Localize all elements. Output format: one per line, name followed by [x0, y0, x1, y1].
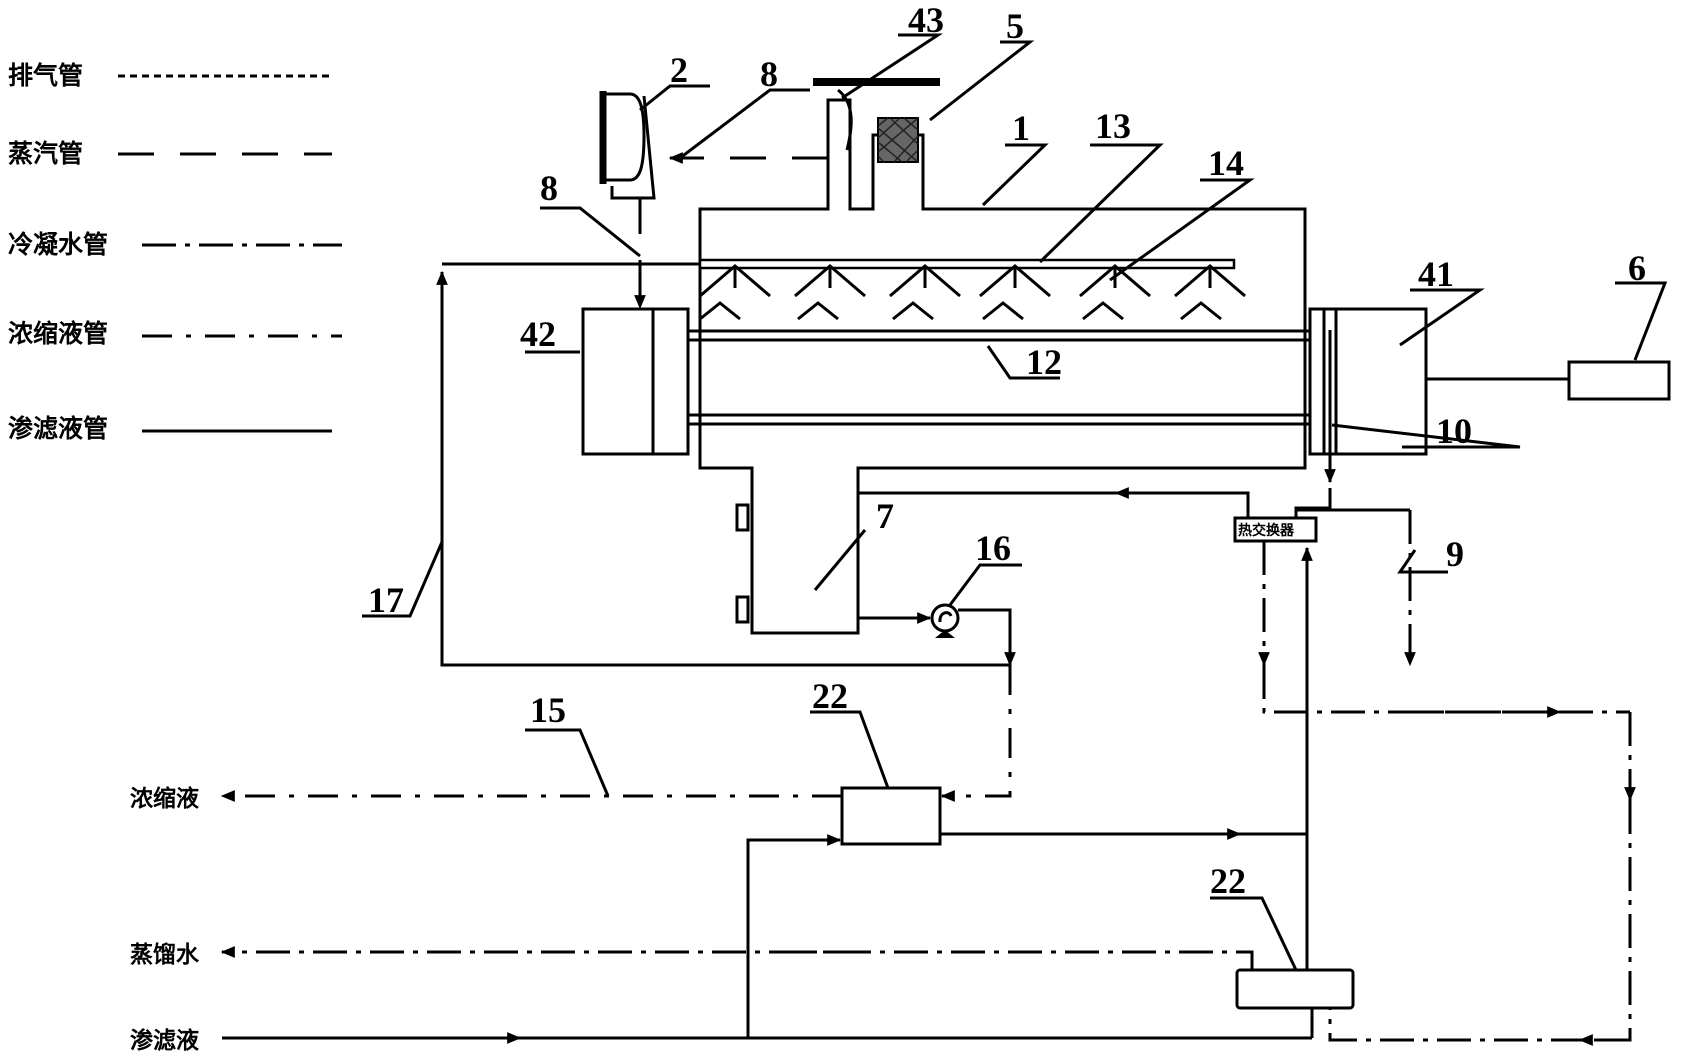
hx-return-to-sump: [1114, 487, 1250, 518]
condensate-collector: [1262, 665, 1630, 714]
sump-lug-upper: [735, 503, 750, 532]
callout-1: 1: [1012, 108, 1030, 148]
callout-9: 9: [1446, 534, 1464, 574]
heat-exchanger-22-lower: [1235, 968, 1355, 1010]
spray-nozzle-3: [889, 264, 961, 321]
left-header: [581, 307, 690, 456]
spray-pipe: [698, 258, 1236, 270]
callout-41: 41: [1418, 254, 1454, 294]
heat-exchanger: 热交换器: [1233, 516, 1318, 543]
leader-22-upper: [810, 710, 890, 789]
callout-17: 17: [368, 580, 404, 620]
leader-22-lower: [1210, 896, 1298, 971]
leader-lines: [362, 33, 1668, 971]
leader-14: [1109, 178, 1255, 282]
callout-12: 12: [1026, 342, 1062, 382]
hx-top-link: [1294, 488, 1332, 518]
spray-nozzle-6: [1174, 264, 1246, 321]
leader-5: [929, 40, 1035, 122]
leader-1: [981, 143, 1049, 207]
compressor-body: [606, 92, 646, 182]
callout-10: 10: [1436, 411, 1472, 451]
leader-8-top: [679, 88, 810, 160]
concentrate-to-hx: [940, 665, 1012, 802]
spray-system: [698, 258, 1246, 321]
callout-8-left: 8: [540, 168, 558, 208]
leader-15: [525, 728, 610, 797]
legend-permeate-label: 渗滤液管: [8, 414, 108, 443]
shell-outline: [698, 98, 1307, 635]
leader-8-left: [540, 206, 641, 258]
leader-16: [948, 563, 1022, 606]
callout-6: 6: [1628, 248, 1646, 288]
leachate-to-upper-hx: [746, 834, 842, 1038]
heat-exchanger-box: [1233, 516, 1318, 543]
callout-14: 14: [1208, 143, 1244, 183]
legend: 排气管 蒸汽管 冷凝水管 浓缩液管 渗滤液管: [8, 61, 342, 443]
callout-42: 42: [520, 314, 556, 354]
legend-concentrate-label: 浓缩液管: [8, 319, 108, 348]
spray-nozzle-5: [1079, 264, 1151, 321]
vent-baffle: [837, 88, 853, 151]
heat-exchanger-22-upper: [840, 786, 942, 846]
legend-condensate-label: 冷凝水管: [8, 230, 108, 259]
pump-discharge: [958, 608, 1016, 667]
legend-exhaust-label: 排气管: [8, 61, 83, 90]
leader-10: [1331, 423, 1521, 449]
right-header: [1308, 307, 1428, 456]
leader-7: [813, 529, 867, 591]
spray-nozzle-2: [794, 264, 866, 321]
legend-steam-label: 蒸汽管: [8, 139, 83, 168]
callout-7: 7: [876, 496, 894, 536]
leader-17: [362, 541, 444, 618]
recirc-line-up: [436, 270, 1010, 667]
pump-base: [935, 630, 955, 638]
compressor: [599, 91, 656, 200]
spray-nozzle-4: [979, 264, 1051, 321]
pump-casing: [930, 603, 960, 633]
circulation-pump: [930, 603, 960, 638]
callout-2: 2: [670, 50, 688, 90]
callout-15: 15: [530, 690, 566, 730]
callout-5: 5: [1006, 6, 1024, 46]
distilled-water-line: [795, 950, 1254, 970]
leader-43: [841, 33, 944, 100]
heat-tubes: [688, 329, 1310, 426]
stream-leachate-label: 渗滤液: [130, 1027, 199, 1054]
leader-41: [1399, 288, 1485, 347]
callout-13: 13: [1095, 106, 1131, 146]
leader-13: [1038, 143, 1164, 264]
heat-exchanger-label: 热交换器: [1238, 522, 1295, 539]
callout-16: 16: [975, 528, 1011, 568]
leader-12: [986, 345, 1060, 380]
leader-2: [639, 84, 710, 112]
pump-impeller: [938, 611, 953, 623]
stream-distilled-water-label: 蒸馏水: [130, 942, 200, 968]
condensate-down-2: [1328, 800, 1632, 1042]
leader-6: [1615, 281, 1668, 361]
motor: [1567, 360, 1671, 401]
vent-cap: [813, 78, 940, 151]
callout-43: 43: [908, 0, 944, 40]
right-header-box: [1308, 307, 1428, 456]
callout-22-lower: 22: [1210, 861, 1246, 901]
piping: [220, 152, 1636, 1046]
leader-9: [1397, 549, 1448, 574]
demister: [877, 117, 919, 163]
demister-hatch: [877, 117, 919, 163]
sump-lug-lower: [735, 595, 750, 624]
left-header-box: [581, 307, 690, 456]
compressor-casing: [610, 95, 656, 200]
callout-8-top: 8: [760, 54, 778, 94]
spray-nozzle-1: [699, 264, 771, 321]
stream-concentrate-label: 浓缩液: [130, 785, 199, 812]
callout-22-upper: 22: [812, 676, 848, 716]
